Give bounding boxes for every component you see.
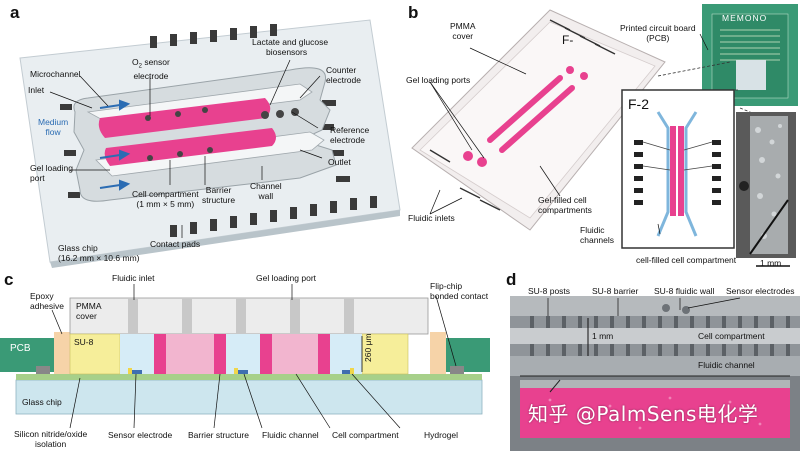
panel-d-label: d	[506, 270, 517, 289]
label-su8-c: SU-8	[74, 337, 94, 347]
label-fluidic-channel-c: Fluidic channel	[262, 430, 319, 440]
glass-chip-layer	[15, 379, 483, 415]
panel-b-label: b	[408, 3, 419, 22]
label-inlet: Inlet	[28, 85, 45, 95]
su8-left	[69, 333, 121, 375]
watermark: 知乎 @PalmSens电化学	[528, 402, 759, 426]
label-su8-barrier: SU-8 barrier	[592, 286, 639, 296]
label-glass-chip: Glass chip(16.2 mm × 10.6 mm)	[58, 243, 140, 263]
label-pcb: Printed circuit board(PCB)	[620, 23, 696, 43]
panel-d-drawing	[510, 296, 800, 451]
label-cell-compartment-d: Cell compartment	[698, 331, 765, 341]
panel-d: d SU-8 posts SU-8 barrier SU-8 fluidic w…	[490, 270, 800, 451]
label-sensor-electrode-c: Sensor electrode	[108, 430, 173, 440]
flow-arrows	[99, 99, 131, 191]
label-sensor-electrodes: Sensor electrodes	[726, 286, 795, 296]
label-cell-filled-compartment: cell-filled cell compartment	[636, 255, 737, 265]
panel-b-drawing	[411, 4, 798, 267]
label-fluidic-channel-d: Fluidic channel	[698, 360, 755, 370]
label-cell-compartment-c: Cell compartment	[332, 430, 399, 440]
pink-cell-compartment-d	[520, 388, 790, 438]
label-outlet: Outlet	[328, 157, 351, 167]
pmma-cover-layer	[69, 297, 429, 335]
label-contact-pads: Contact pads	[150, 239, 201, 249]
label-fluidic-inlets: Fluidic inlets	[408, 213, 455, 223]
su8-right	[361, 333, 409, 375]
label-height: 260 μm	[363, 333, 373, 362]
panel-c-label: c	[4, 270, 14, 289]
label-memono: MEMONO	[722, 13, 768, 23]
contact-pads-top	[150, 24, 277, 48]
label-pcb-c: PCB	[10, 343, 31, 354]
label-gel-loading-port-c: Gel loading port	[256, 273, 317, 283]
label-f2: F-2	[628, 96, 649, 112]
panel-a-drawing	[19, 19, 401, 268]
panel-c-drawing	[0, 284, 490, 429]
label-gel-loading-ports: Gel loading ports	[406, 75, 471, 85]
label-f-small: F-	[562, 33, 574, 47]
label-scale-d: 1 mm	[592, 331, 614, 341]
label-su8-posts: SU-8 posts	[528, 286, 571, 296]
label-microchannel: Microchannel	[30, 69, 81, 79]
label-glass-chip-c: Glass chip	[22, 397, 62, 407]
label-barrier-structure-c: Barrier structure	[188, 430, 249, 440]
label-fluidic-inlet: Fluidic inlet	[112, 273, 155, 283]
label-hydrogel: Hydrogel	[424, 430, 459, 440]
panel-a-label: a	[10, 3, 20, 22]
contact-pads-bottom	[170, 196, 377, 237]
label-cell-compartment: Cell compartment(1 mm × 5 mm)	[132, 189, 199, 209]
label-scale-b: 1 mm	[760, 258, 782, 268]
cell-compartment-top	[98, 98, 271, 138]
label-su8-fluidic-wall: SU-8 fluidic wall	[654, 286, 715, 296]
